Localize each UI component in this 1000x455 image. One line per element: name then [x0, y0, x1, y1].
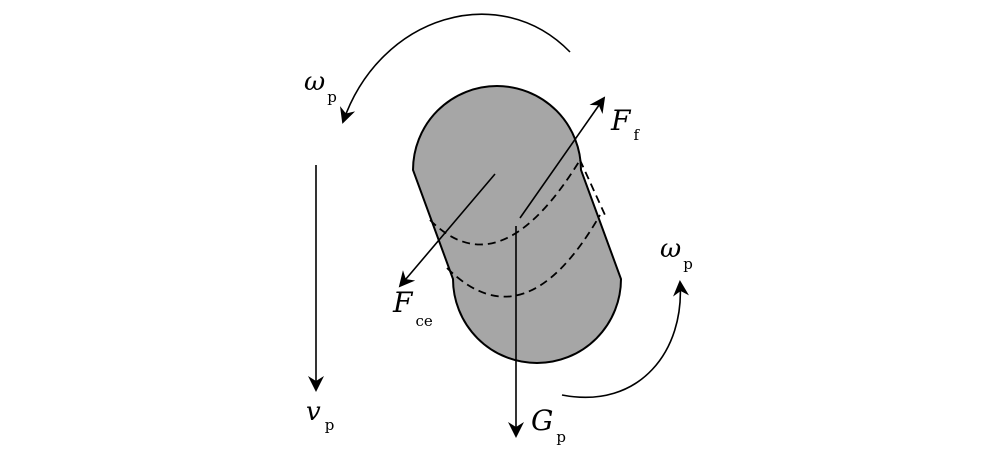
dashed-edge-upper — [429, 159, 581, 246]
rotation-arrow-right — [561, 280, 689, 398]
dashed-edge-right — [579, 159, 606, 216]
centrifugal-force-arrow — [398, 173, 496, 288]
particle-body — [411, 85, 623, 364]
dashed-edge-lower — [446, 214, 601, 298]
rotation-arrow-top — [340, 13, 571, 124]
centrifugal-force-label: Fce — [392, 286, 433, 330]
friction-force-arrow — [519, 96, 606, 219]
